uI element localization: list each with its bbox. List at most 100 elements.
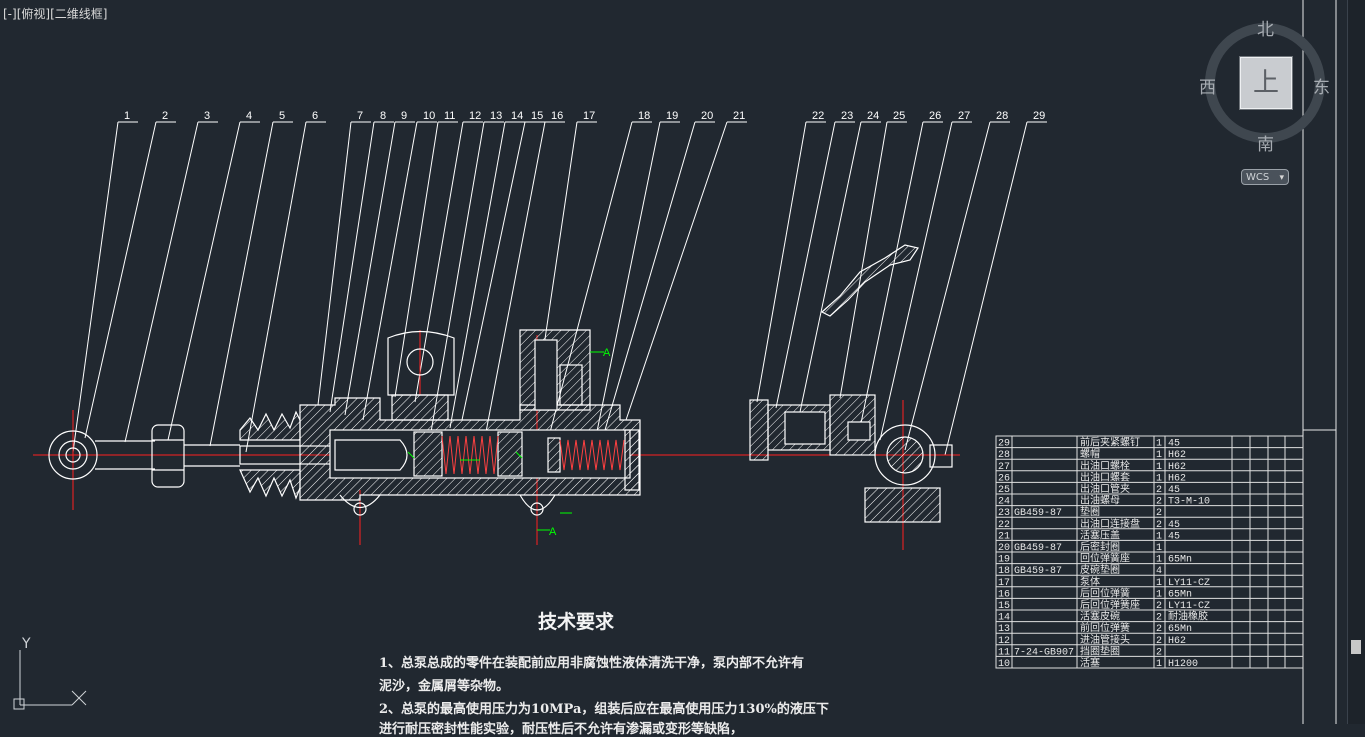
bom-item-number: 20 — [998, 543, 1010, 554]
leader-line — [344, 121, 396, 416]
bom-material: H62 — [1168, 473, 1186, 484]
bom-item-number: 27 — [998, 462, 1010, 473]
bom-part-name: 垫圈 — [1080, 505, 1100, 519]
bom-part-name: 出油螺母 — [1080, 494, 1120, 508]
visual-style-menu[interactable]: [二维线框] — [50, 7, 108, 21]
bom-material: 65Mn — [1168, 624, 1192, 635]
leader-line — [72, 121, 119, 453]
bom-part-name: 后回位弹簧 — [1080, 586, 1130, 600]
bom-quantity: 1 — [1156, 543, 1162, 554]
balloon-number: 28 — [996, 110, 1008, 122]
bom-item-number: 16 — [998, 589, 1010, 600]
bom-material: 45 — [1168, 485, 1180, 496]
balloon-number: 13 — [490, 110, 502, 122]
viewport-label[interactable]: [-][俯视][二维线框] — [3, 5, 107, 22]
leader-line — [904, 121, 991, 451]
bom-part-name: 回位弹簧座 — [1080, 552, 1130, 566]
bom-standard-code: GB459-87 — [1014, 543, 1062, 554]
dimension-marks — [407, 451, 572, 514]
hex-nut — [151, 424, 240, 488]
bom-quantity: 2 — [1156, 601, 1162, 612]
bom-item-number: 26 — [998, 473, 1010, 484]
leader-line — [756, 121, 807, 403]
bom-item-number: 25 — [998, 485, 1010, 496]
viewcube-ring[interactable] — [1205, 23, 1325, 143]
balloon-number: 14 — [511, 110, 523, 122]
viewcube-top-face[interactable] — [1240, 57, 1292, 109]
bom-item-number: 14 — [998, 613, 1010, 624]
scrollbar-thumb[interactable] — [1351, 640, 1361, 654]
clevis-eye — [48, 430, 155, 480]
wcs-menu-button[interactable]: WCS▾ — [1241, 169, 1289, 185]
view-menu[interactable]: [俯视] — [16, 7, 51, 21]
tech-requirement-line: 1、总泵总成的零件在装配前应用非腐蚀性液体清洗干净，泵内部不允许有 — [379, 656, 805, 671]
bom-part-name: 泵体 — [1080, 576, 1100, 589]
balloon-number: 6 — [312, 110, 318, 122]
bom-item-number: 17 — [998, 578, 1010, 589]
balloon-number: 3 — [204, 110, 210, 122]
bom-quantity: 2 — [1156, 647, 1162, 658]
bom-quantity: 1 — [1156, 439, 1162, 450]
bom-part-name: 出油口螺栓 — [1080, 459, 1130, 473]
vertical-scrollbar[interactable] — [1347, 0, 1365, 724]
bom-part-name: 出油口管夹 — [1080, 482, 1130, 496]
bom-part-name: 活塞皮碗 — [1080, 610, 1120, 624]
bom-part-name: 出油口连接盘 — [1080, 517, 1140, 531]
bom-item-number: 19 — [998, 555, 1010, 566]
balloon-number: 27 — [958, 110, 970, 122]
bom-item-number: 13 — [998, 624, 1010, 635]
leader-line — [329, 121, 375, 413]
bom-quantity: 1 — [1156, 589, 1162, 600]
bom-item-number: 12 — [998, 636, 1010, 647]
leader-line — [362, 121, 418, 421]
balloon-number: 16 — [551, 110, 563, 122]
leader-line — [859, 121, 924, 429]
bom-part-name: 螺帽 — [1080, 447, 1100, 461]
bom-standard-code: GB459-87 — [1014, 566, 1062, 577]
bom-material: 65Mn — [1168, 555, 1192, 566]
viewport-control-menu[interactable]: [-] — [3, 7, 17, 21]
bom-quantity: 2 — [1156, 497, 1162, 508]
balloon-number: 23 — [841, 110, 853, 122]
balloon-number: 26 — [929, 110, 941, 122]
balloon-number: 15 — [531, 110, 543, 122]
bom-material: 65Mn — [1168, 589, 1192, 600]
leader-line — [84, 121, 157, 439]
balloon-number: 19 — [666, 110, 678, 122]
viewcube-west[interactable]: 西 — [1199, 78, 1216, 98]
bom-quantity: 1 — [1156, 473, 1162, 484]
leader-line — [944, 121, 1028, 456]
leader-line — [879, 121, 953, 441]
balloon-number: 17 — [583, 110, 595, 122]
bom-material: LY11-CZ — [1168, 601, 1210, 612]
balloon-number: 22 — [812, 110, 824, 122]
leader-line — [167, 121, 241, 441]
bom-item-number: 22 — [998, 520, 1010, 531]
bom-item-number: 11 — [998, 647, 1010, 658]
bom-quantity: 1 — [1156, 531, 1162, 542]
balloon-number: 8 — [380, 110, 386, 122]
viewcube-north[interactable]: 北 — [1257, 20, 1274, 40]
leader-line — [461, 121, 526, 421]
leader-line — [799, 121, 862, 413]
bom-part-name: 活塞 — [1080, 656, 1100, 670]
balloon-number: 24 — [867, 110, 879, 122]
bom-quantity: 1 — [1156, 450, 1162, 461]
balloon-number: 29 — [1033, 110, 1045, 122]
bom-item-number: 28 — [998, 450, 1010, 461]
balloon-number: 25 — [893, 110, 905, 122]
leader-line — [245, 121, 307, 453]
section-label-top: A — [603, 347, 611, 359]
viewcube-east[interactable]: 东 — [1313, 78, 1330, 98]
leader-line — [604, 121, 696, 431]
bom-quantity: 2 — [1156, 613, 1162, 624]
balloon-number: 7 — [357, 110, 363, 122]
bom-material: H62 — [1168, 450, 1186, 461]
viewcube-south[interactable]: 南 — [1257, 135, 1274, 155]
bom-material: T3-M-10 — [1168, 497, 1210, 508]
bom-quantity: 2 — [1156, 485, 1162, 496]
leader-line — [124, 121, 199, 443]
balloon-number: 10 — [423, 110, 435, 122]
